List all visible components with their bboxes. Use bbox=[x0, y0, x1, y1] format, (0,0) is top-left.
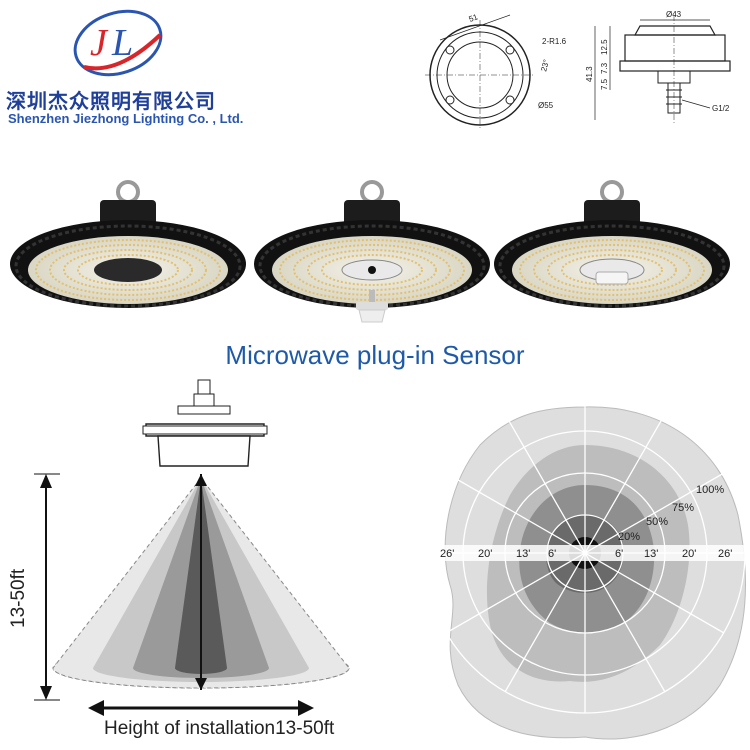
height-label: 13-50ft bbox=[8, 568, 29, 628]
distance-label: 26' bbox=[440, 548, 454, 560]
distance-label: 13' bbox=[644, 548, 658, 560]
ring-label-75: 75% bbox=[672, 502, 694, 514]
distance-label: 26' bbox=[718, 548, 732, 560]
distance-label: 6' bbox=[615, 548, 623, 560]
dim-angle: 23° bbox=[539, 58, 551, 72]
svg-text:L: L bbox=[111, 22, 133, 64]
distance-label: 13' bbox=[516, 548, 530, 560]
distance-label: 20' bbox=[478, 548, 492, 560]
dim-41-3: 41.3 bbox=[585, 66, 594, 82]
sensor-technical-drawings: 51 2-R1.6 23° Ø55 Ø43 12.5 7.3 7.5 41.3 … bbox=[425, 10, 731, 130]
sensor-side-view: Ø43 12.5 7.3 7.5 41.3 G1/2 bbox=[585, 10, 731, 125]
dim-55: Ø55 bbox=[538, 101, 554, 110]
lamp-1 bbox=[8, 180, 248, 310]
lamp-2 bbox=[252, 180, 492, 310]
company-name-en: Shenzhen Jiezhong Lighting Co. , Ltd. bbox=[8, 111, 244, 126]
lamp-3 bbox=[492, 180, 732, 310]
installation-caption: Height of installation13-50ft bbox=[104, 718, 335, 739]
dim-51: 51 bbox=[468, 12, 480, 24]
distance-label: 6' bbox=[548, 548, 556, 560]
sensor-plug bbox=[356, 290, 388, 323]
svg-text:J: J bbox=[90, 22, 109, 64]
dim-hole: 2-R1.6 bbox=[542, 37, 567, 46]
sensor-body bbox=[142, 379, 268, 467]
company-name-cn: 深圳杰众照明有限公司 bbox=[6, 91, 216, 113]
distance-label: 20' bbox=[682, 548, 696, 560]
high-bay-lamps bbox=[8, 180, 732, 323]
sensor-top-view: 51 2-R1.6 23° Ø55 bbox=[425, 12, 567, 130]
polar-detection-pattern: 26' 20' 13' 6' 6' 13' 20' 26' 100% 75% 5… bbox=[420, 392, 750, 740]
dim-g: G1/2 bbox=[712, 104, 730, 113]
dim-7-3: 7.3 bbox=[600, 62, 609, 74]
section-title: Microwave plug-in Sensor bbox=[225, 340, 525, 370]
dim-43: Ø43 bbox=[666, 10, 682, 19]
ring-label-100: 100% bbox=[696, 484, 724, 496]
detection-cone-diagram bbox=[34, 379, 350, 716]
company-logo: J L bbox=[73, 9, 163, 77]
dim-12-5: 12.5 bbox=[600, 39, 609, 55]
ring-label-50: 50% bbox=[646, 516, 668, 528]
dim-7-5: 7.5 bbox=[600, 78, 609, 90]
ring-label-20: 20% bbox=[618, 531, 640, 543]
